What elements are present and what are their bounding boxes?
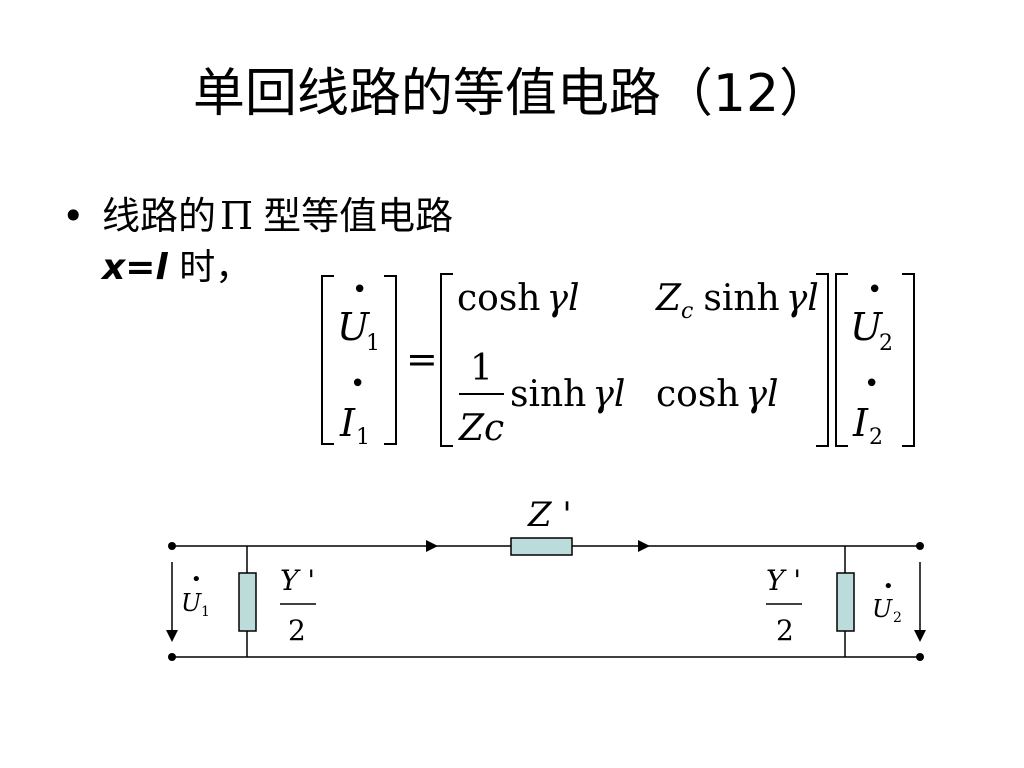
matrix-right-bracket: [816, 273, 829, 447]
pi-symbol: Π: [220, 194, 254, 238]
lhs-u-sub: 1: [366, 331, 380, 356]
current-arrow-left: [426, 540, 438, 552]
condition-suffix: 时，: [179, 247, 252, 288]
m21-num: 1: [470, 348, 493, 389]
left-voltage-dot: •: [191, 569, 202, 590]
left-voltage-sub: 1: [201, 604, 210, 620]
bullet-marker: •: [62, 194, 85, 238]
bullet-text-before: 线路的: [102, 194, 217, 238]
rhs-u-dot: •: [867, 275, 882, 305]
lhs-i-sub: 1: [356, 425, 370, 450]
rhs-i: I: [852, 401, 869, 445]
rhs-i-sub: 2: [869, 425, 883, 450]
terminal-bottom-right: [916, 653, 924, 661]
rhs-right-bracket: [902, 273, 915, 447]
rhs-u-sub: 2: [879, 331, 893, 356]
series-label: Z ': [527, 495, 572, 535]
bullet-text-after: 型等值电路: [263, 194, 454, 238]
right-shunt-admittance: [836, 572, 855, 632]
left-voltage-label: U: [181, 589, 202, 617]
terminal-top-left: [168, 542, 176, 550]
right-voltage-dot: •: [883, 576, 894, 597]
lhs-left-bracket: [321, 275, 334, 445]
equals-sign: =: [406, 337, 438, 381]
right-voltage-label: U: [872, 595, 893, 623]
left-shunt-den: 2: [288, 614, 306, 647]
lhs-u: U: [337, 305, 371, 349]
lhs-u-dot: •: [352, 275, 367, 305]
lhs-i: I: [339, 401, 356, 445]
condition-equation: x=l: [102, 247, 168, 288]
matrix-left-bracket: [440, 273, 453, 447]
rhs-u: U: [850, 305, 884, 349]
right-voltage-sub: 2: [893, 610, 902, 626]
left-shunt-admittance: [238, 572, 257, 632]
terminal-top-right: [916, 542, 924, 550]
rhs-left-bracket: [835, 273, 848, 447]
right-shunt-den: 2: [776, 614, 794, 647]
right-shunt-num: Y ': [766, 564, 801, 597]
left-shunt-num: Y ': [280, 564, 315, 597]
lhs-i-dot: •: [350, 369, 365, 399]
rhs-i-dot: •: [864, 369, 879, 399]
series-impedance: [510, 537, 573, 556]
terminal-bottom-left: [168, 653, 176, 661]
lhs-right-bracket: [384, 275, 397, 445]
m21-den: Zc: [458, 408, 504, 449]
current-arrow-right: [638, 540, 650, 552]
slide-title: 单回线路的等值电路（12）: [192, 64, 832, 124]
condition-line: x=l 时，: [102, 244, 251, 292]
